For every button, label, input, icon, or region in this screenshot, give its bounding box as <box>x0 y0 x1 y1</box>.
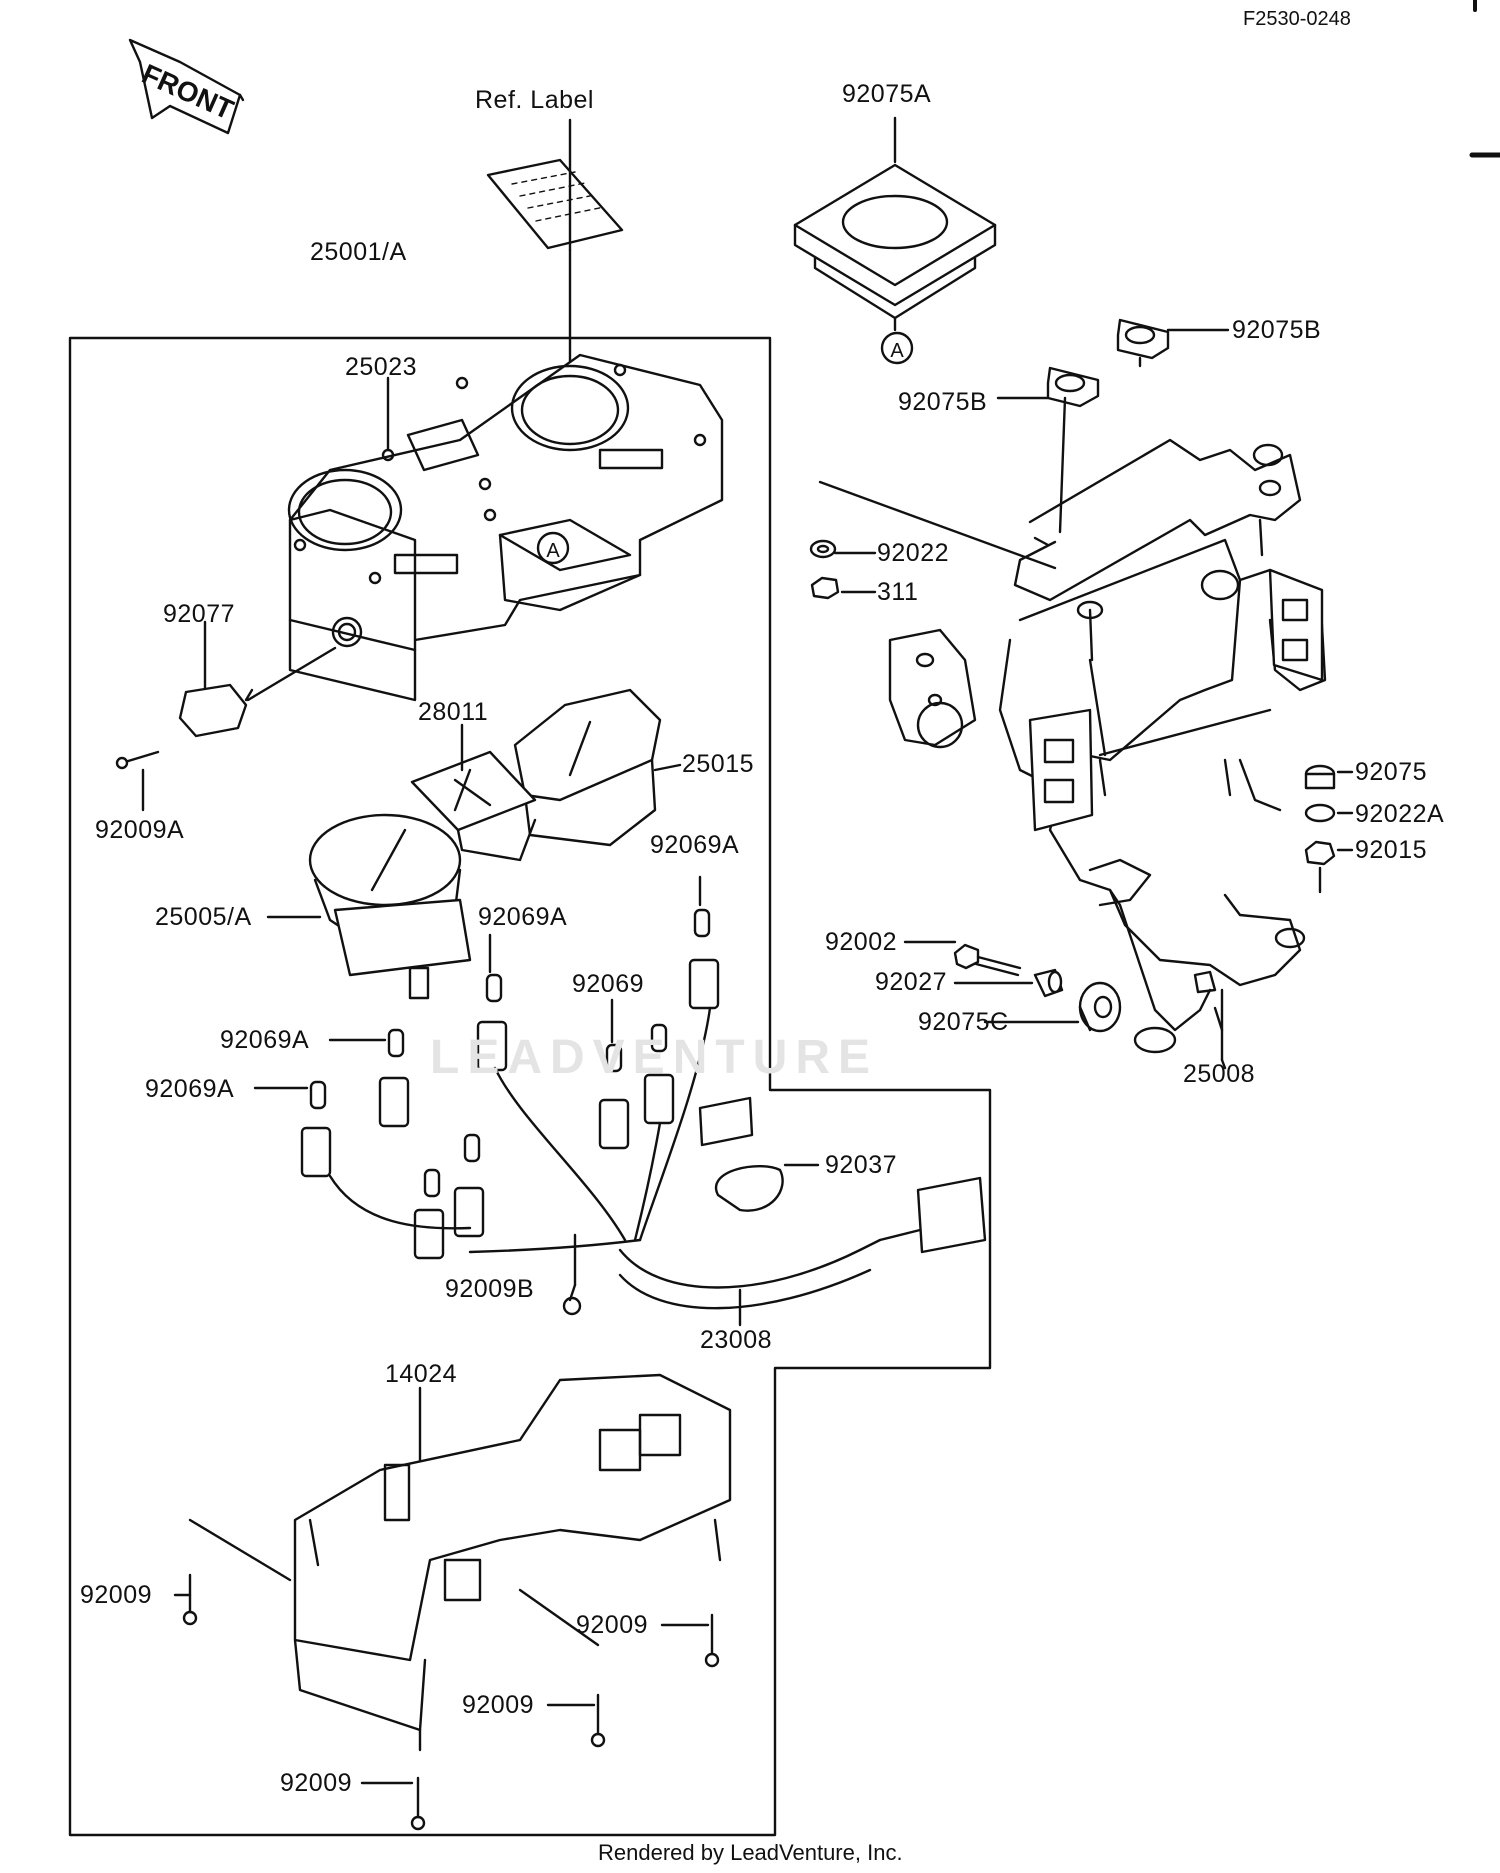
watermark: LEADVENTURE <box>430 1031 879 1084</box>
part-92075c: 92075C <box>918 1008 1009 1036</box>
part-23008: 23008 <box>700 1326 773 1354</box>
washer-92022a <box>1306 805 1334 821</box>
part-92009-1: 92009 <box>80 1581 153 1609</box>
part-92069a-3: 92069A <box>220 1026 310 1054</box>
callout-a-circle-text: A <box>546 540 560 562</box>
part-92037: 92037 <box>825 1151 898 1179</box>
part-92009a: 92009A <box>95 816 185 844</box>
nut-311 <box>812 578 838 598</box>
collar-92027 <box>1035 970 1062 996</box>
callout-a-grommet-text: A <box>890 340 904 362</box>
part-92009-4: 92009 <box>280 1769 353 1797</box>
part-92075: 92075 <box>1355 758 1428 786</box>
meter-housing-25023 <box>289 355 722 700</box>
diagram-code: F2530-0248 <box>1243 8 1351 30</box>
part-92075b-2: 92075B <box>898 388 988 416</box>
grommet-92075c <box>1080 983 1120 1031</box>
screw-92009a <box>117 752 158 768</box>
part-92069a-2: 92069A <box>478 903 568 931</box>
part-25001a: 25001/A <box>310 238 407 266</box>
part-92022: 92022 <box>877 539 950 567</box>
part-311: 311 <box>877 578 919 606</box>
screws-92009 <box>184 1575 718 1829</box>
assembly-boundary <box>70 338 990 1835</box>
grommet-92075b-lower <box>1048 368 1098 406</box>
part-28011: 28011 <box>418 698 489 726</box>
grommet-92075a <box>795 165 995 318</box>
part-92015: 92015 <box>1355 836 1428 864</box>
part-92069a-4: 92069A <box>145 1075 235 1103</box>
front-arrow-icon <box>130 40 240 133</box>
footer-credit: Rendered by LeadVenture, Inc. <box>598 1840 903 1865</box>
gear-92077 <box>180 685 252 736</box>
part-92069a-1: 92069A <box>650 831 740 859</box>
part-25015: 25015 <box>682 750 755 778</box>
part-92009-2: 92009 <box>576 1611 649 1639</box>
grommet-92075 <box>1306 766 1334 788</box>
part-92022a: 92022A <box>1355 800 1445 828</box>
base-cover-14024 <box>295 1375 730 1750</box>
grommet-92075b-upper <box>1118 320 1168 366</box>
part-92075a: 92075A <box>842 80 932 108</box>
part-92009-3: 92009 <box>462 1691 535 1719</box>
part-92009b: 92009B <box>445 1275 535 1303</box>
part-92069: 92069 <box>572 970 645 998</box>
connector-92037 <box>700 1098 783 1211</box>
bulb-sockets <box>302 910 718 1258</box>
gauge-28011 <box>412 752 535 860</box>
bracket-25008 <box>890 440 1325 1052</box>
ref-label-sheet <box>488 160 622 248</box>
part-14024: 14024 <box>385 1360 458 1388</box>
speedometer-25005a <box>310 815 470 998</box>
part-92027: 92027 <box>875 968 948 996</box>
part-25008: 25008 <box>1183 1060 1256 1088</box>
part-92002: 92002 <box>825 928 898 956</box>
part-25023: 25023 <box>345 353 418 381</box>
washer-92022 <box>811 541 835 557</box>
bolt-92002 <box>955 945 1020 975</box>
part-92075b-1: 92075B <box>1232 316 1322 344</box>
ref-label-text: Ref. Label <box>475 86 594 114</box>
tachometer-25015 <box>515 690 680 845</box>
nut-92015 <box>1306 842 1334 864</box>
wiring-harness-23008 <box>330 1008 985 1308</box>
part-25005a: 25005/A <box>155 903 252 931</box>
part-92077: 92077 <box>163 600 236 628</box>
